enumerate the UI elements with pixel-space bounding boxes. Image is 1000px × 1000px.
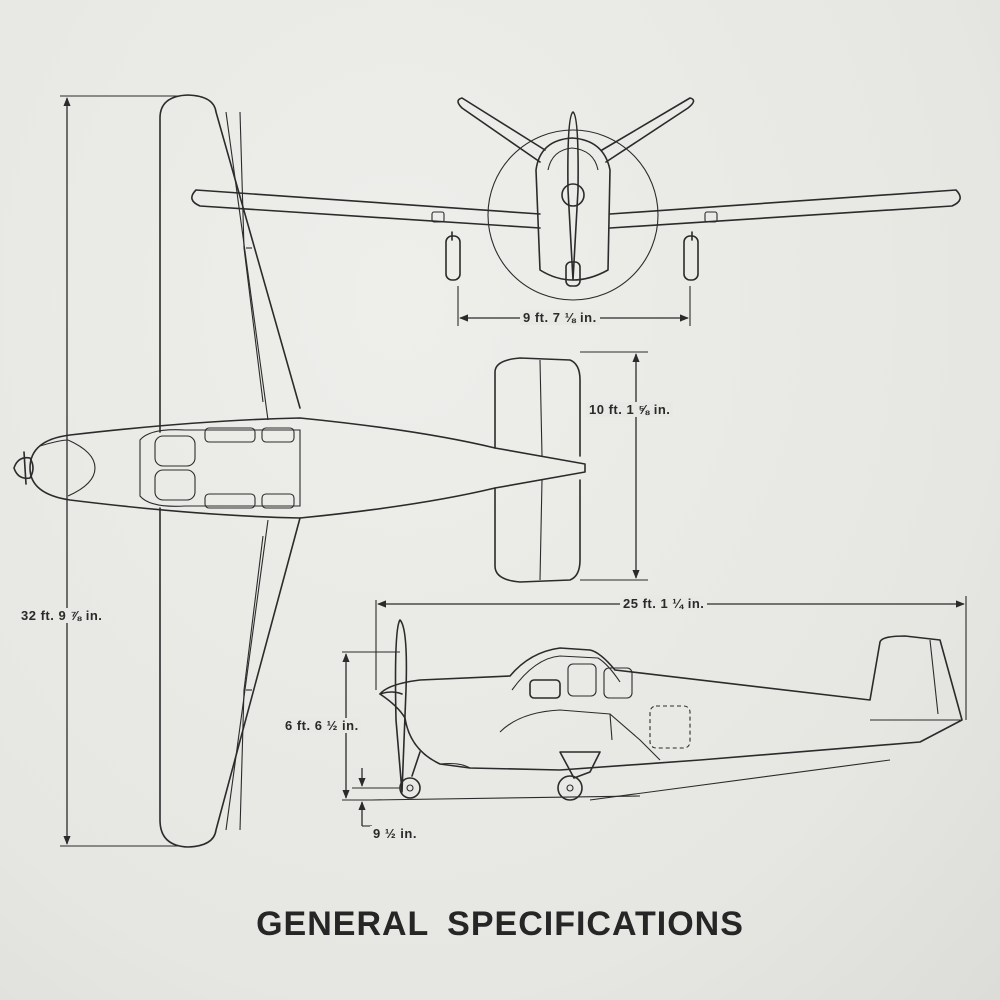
side-nose-wheel	[399, 777, 421, 799]
front-right-wing	[609, 189, 961, 229]
lower-flap-line	[225, 519, 269, 831]
front-left-wheel	[445, 235, 461, 281]
stabilizer-span-label: 10 ft. 1 ⅝ in.	[586, 402, 674, 417]
front-right-tail	[601, 97, 695, 163]
cowling-line	[67, 439, 96, 497]
side-propeller	[394, 619, 408, 793]
front-fuselage	[535, 137, 611, 281]
side-door-dashed	[649, 705, 691, 749]
front-left-wing	[191, 189, 541, 229]
length-label: 25 ft. 1 ¼ in.	[620, 596, 708, 611]
height-label: 6 ft. 6 ½ in.	[282, 718, 362, 733]
front-spinner	[561, 183, 585, 207]
upper-wing	[159, 94, 301, 433]
front-propeller	[567, 111, 579, 281]
front-left-tail	[457, 97, 546, 163]
prop-arc	[487, 129, 659, 301]
upper-flap-line	[225, 111, 269, 421]
lower-wing	[159, 507, 301, 848]
lower-aileron-line	[239, 535, 264, 831]
fuselage-plan	[29, 417, 586, 519]
cockpit-canopy	[139, 429, 301, 507]
wingspan-label: 32 ft. 9 ⅞ in.	[18, 608, 106, 623]
upper-aileron-line	[239, 111, 264, 403]
lower-stabilizer	[494, 479, 581, 583]
side-window-front	[529, 679, 561, 699]
side-fuselage	[379, 635, 963, 771]
front-view	[191, 97, 961, 301]
spinner-plan	[13, 456, 34, 480]
prop-clearance-label: 9 ½ in.	[370, 826, 420, 841]
side-view	[371, 619, 963, 801]
dimension-lines	[60, 95, 967, 847]
top-view	[13, 94, 586, 848]
upper-stabilizer	[494, 357, 581, 457]
front-right-wheel	[683, 235, 699, 281]
tread-label: 9 ft. 7 ⅛ in.	[520, 310, 600, 325]
page-title: GENERAL SPECIFICATIONS	[256, 905, 744, 943]
side-canopy	[511, 655, 621, 691]
side-main-wheel	[557, 775, 583, 801]
